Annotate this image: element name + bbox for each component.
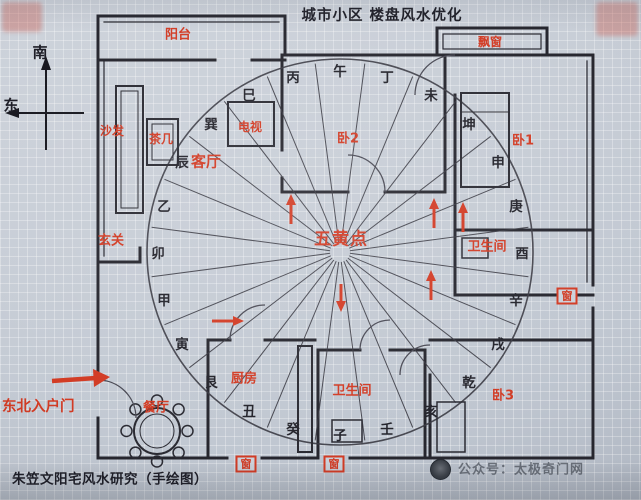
- bedroom3-wardrobe: [436, 401, 466, 453]
- ring-sector-line: [223, 259, 335, 404]
- mountain-label-13: 子: [333, 424, 347, 444]
- ring-sector-line: [314, 261, 340, 441]
- mountain-label-21: 辰: [175, 151, 189, 171]
- room-label-balcony: 阳台: [165, 29, 191, 42]
- window-label-right: 窗: [556, 287, 578, 305]
- ring-sector-line: [223, 100, 335, 245]
- red-stamp-mark-top-left: [2, 2, 42, 32]
- room-label-dining-room: 餐厅: [143, 402, 169, 415]
- ring-sector-lines: [151, 63, 529, 441]
- ring-sector-line: [164, 255, 331, 326]
- furniture-label-tv: 电视: [238, 121, 262, 133]
- mountain-label-4: 坤: [462, 113, 476, 133]
- mountain-label-17: 寅: [175, 333, 189, 353]
- mountain-label-16: 艮: [204, 371, 218, 391]
- ring-sector-line: [314, 63, 340, 243]
- mountain-label-6: 庚: [509, 195, 523, 215]
- mountain-label-18: 甲: [157, 289, 171, 309]
- watermark-logo-icon: [430, 459, 451, 480]
- room-label-bedroom-1: 卧1: [512, 135, 534, 148]
- mountain-label-8: 辛: [509, 289, 523, 309]
- ring-sector-line: [349, 252, 529, 278]
- mountain-label-9: 戌: [491, 333, 505, 353]
- compass-east-label: 东: [3, 98, 18, 114]
- compass-south-label: 南: [32, 45, 47, 61]
- bathroom-bottom-fixture: [331, 419, 363, 443]
- ring-sector-line: [345, 100, 457, 245]
- ring-sector-line: [349, 226, 529, 252]
- 24-mountain-ring: [146, 58, 534, 446]
- watermark-text: 公众号：太极奇门网: [458, 464, 584, 477]
- mountain-label-20: 乙: [157, 195, 171, 215]
- ring-sector-line: [340, 63, 366, 243]
- dining-chairs: [120, 394, 194, 468]
- page-title: 城市小区 楼盘风水优化: [301, 9, 462, 24]
- bed-bedroom1: [460, 92, 510, 188]
- ring-sector-line: [347, 257, 492, 369]
- mountain-label-12: 壬: [380, 418, 394, 438]
- mountain-label-11: 亥: [424, 400, 438, 420]
- tea-table-outline: [146, 118, 179, 166]
- mountain-label-23: 巳: [242, 84, 256, 104]
- mountain-label-14: 癸: [286, 418, 300, 438]
- room-label-bathroom-bottom: 卫生间: [332, 385, 371, 398]
- ring-sector-line: [349, 178, 516, 249]
- ring-sector-line: [188, 135, 333, 247]
- tv-cabinet: [227, 101, 275, 147]
- ring-sector-line: [151, 252, 331, 278]
- mountain-label-7: 酉: [515, 242, 529, 262]
- red-annotation-arrows: [51, 194, 468, 387]
- mountain-label-15: 丑: [242, 400, 256, 420]
- entry-door-label: 东北入户门: [2, 400, 75, 415]
- credit-text: 朱笠文阳宅风水研究（手绘图）: [12, 473, 208, 487]
- ring-sector-line: [266, 76, 337, 243]
- ring-sector-line: [345, 259, 457, 404]
- mountain-label-3: 未: [424, 84, 438, 104]
- room-label-bedroom-2: 卧2: [337, 133, 359, 146]
- five-yellow-point-label: 五黄点: [314, 231, 368, 249]
- walls: [96, 14, 595, 460]
- window-label-bottom-1: 窗: [235, 455, 257, 473]
- compass-cross: [5, 56, 84, 150]
- room-label-bay-window: 飘窗: [478, 36, 502, 48]
- ring-sector-line: [347, 135, 492, 247]
- door-arcs: [97, 54, 456, 419]
- window-label-bottom-2: 窗: [323, 455, 345, 473]
- ring-sector-line: [340, 261, 366, 441]
- red-stamp-mark-top-right: [596, 2, 638, 36]
- bathroom-right-fixture: [461, 237, 489, 259]
- ring-sector-line: [151, 226, 331, 252]
- mountain-label-22: 巽: [204, 113, 218, 133]
- ring-sector-line: [188, 257, 333, 369]
- room-label-living-room: 客厅: [191, 154, 221, 170]
- mountain-label-24: 丙: [286, 66, 300, 86]
- room-label-bathroom-right: 卫生间: [467, 241, 506, 254]
- ring-sector-line: [343, 261, 414, 428]
- room-label-bedroom-3: 卧3: [492, 390, 514, 403]
- ring-sector-line: [164, 178, 331, 249]
- sofa-outline: [115, 85, 144, 214]
- room-label-kitchen: 厨房: [231, 373, 257, 386]
- entry-door-arrow: [51, 375, 97, 384]
- mountain-label-19: 卯: [151, 242, 165, 262]
- furniture-label-sofa: 沙发: [100, 125, 124, 137]
- ring-sector-line: [266, 261, 337, 428]
- mountain-label-10: 乾: [462, 371, 476, 391]
- furniture: [115, 85, 510, 468]
- mountain-label-1: 午: [333, 60, 347, 80]
- mountain-label-2: 丁: [380, 66, 394, 86]
- furniture-label-tea-table: 茶几: [149, 133, 173, 145]
- dining-table: [133, 407, 181, 455]
- ring-sector-line: [343, 76, 414, 243]
- room-label-entry-hall: 玄关: [98, 235, 124, 248]
- sofa-inner: [120, 90, 139, 209]
- kitchen-counter: [297, 345, 313, 453]
- mountain-label-5: 申: [491, 151, 505, 171]
- tea-table-inner: [151, 123, 174, 161]
